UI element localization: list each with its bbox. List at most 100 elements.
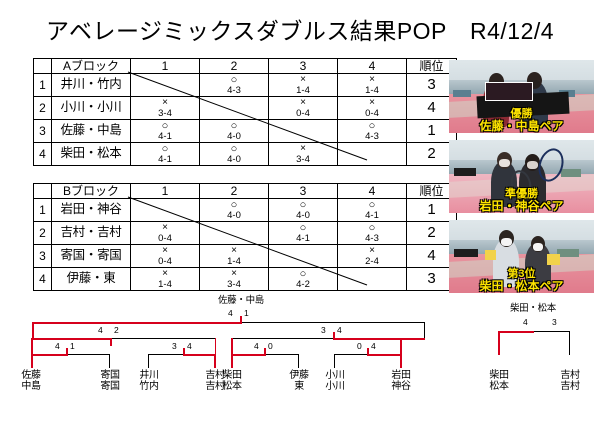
qf4-score-left: 0	[357, 341, 362, 351]
result-mark: ×	[369, 97, 375, 108]
semifinal-left-score-left: 4	[98, 325, 103, 335]
rank-value: 1	[406, 198, 457, 222]
third-place-left-drop	[498, 331, 500, 355]
result-score: 4-0	[227, 154, 241, 165]
photo-caption-third: 第3位 柴田・松本ペア	[449, 267, 594, 293]
result-cell: ×2-4	[337, 244, 407, 268]
result-score: 1-4	[296, 85, 310, 96]
final-score-left: 4	[228, 308, 233, 318]
result-score: 4-1	[158, 131, 172, 142]
photo-sign	[453, 90, 471, 97]
result-cell: ×0-4	[337, 96, 407, 120]
rank-value: 4	[406, 96, 457, 120]
qf4-left-drop	[334, 354, 335, 368]
bracket-entrant-8: 岩田 神谷	[391, 370, 411, 392]
self-cell	[337, 267, 407, 291]
semifinal-left-center-stem	[110, 338, 112, 346]
photo-medal-left	[485, 250, 496, 260]
column-header-1: 1	[130, 183, 200, 199]
result-cell: ×3-4	[268, 142, 338, 166]
qf2-center-stem	[183, 348, 185, 356]
self-cell	[199, 221, 269, 245]
rank-header: 順位	[406, 183, 457, 199]
photo-pair: 柴田・松本ペア	[479, 278, 564, 293]
result-mark: ×	[300, 143, 306, 154]
result-cell: ○4-0	[199, 119, 269, 143]
row-number: 1	[33, 73, 52, 97]
result-score: 4-3	[365, 233, 379, 244]
rank-header: 順位	[406, 58, 457, 74]
semifinal-right-center-stem	[333, 332, 335, 340]
result-cell: ×0-4	[130, 221, 200, 245]
semifinal-right-stem	[424, 322, 425, 339]
third-place-score-right: 3	[552, 317, 557, 327]
qf2-score-left: 3	[172, 341, 177, 351]
result-score: 3-4	[227, 279, 241, 290]
result-mark: ○	[299, 268, 307, 280]
result-mark: ○	[230, 199, 238, 211]
page-title: アベレージミックスダブルス結果POP R4/12/4	[45, 18, 555, 44]
result-mark: ×	[231, 245, 237, 256]
result-cell: ○4-1	[337, 198, 407, 222]
team-name: 岩田・神谷	[51, 198, 131, 222]
result-score: 0-4	[158, 256, 172, 267]
row-number: 2	[33, 221, 52, 245]
qf1-center-stem	[66, 348, 68, 356]
team-name: 佐藤・中島	[51, 119, 131, 143]
result-mark: ×	[369, 245, 375, 256]
corner-cell	[33, 183, 52, 199]
semifinal-right-line-loser	[232, 338, 334, 339]
qf1-stem	[31, 338, 33, 355]
photo-mask-right	[533, 243, 543, 251]
tournament-bracket: 佐藤・中島 4 1 4 2 3 4 4 1	[0, 296, 600, 423]
qf4-right-drop	[400, 354, 402, 368]
photo-place: 第3位	[507, 267, 536, 280]
bracket-champion: 佐藤・中島	[217, 295, 264, 306]
result-score: 4-2	[296, 279, 310, 290]
result-mark: ○	[368, 120, 376, 132]
qf3-line-winner	[231, 354, 265, 356]
block-name: Aブロック	[51, 58, 131, 74]
photo-sign	[557, 249, 579, 257]
team-name: 井川・竹内	[51, 73, 131, 97]
qf3-center-stem	[264, 348, 266, 356]
bracket-entrant-7: 小川 小川	[325, 370, 345, 392]
row-number: 4	[33, 142, 52, 166]
semifinal-left-score-right: 2	[114, 325, 119, 335]
result-cell: ×3-4	[130, 96, 200, 120]
qf3-right-drop	[298, 354, 299, 368]
self-cell	[130, 198, 200, 222]
qf1-right-drop	[109, 354, 110, 368]
result-cell: ×1-4	[199, 244, 269, 268]
row-number: 4	[33, 267, 52, 291]
third-place-entrant-2: 吉村 吉村	[560, 370, 580, 392]
result-cell: ○4-3	[199, 73, 269, 97]
column-header-1: 1	[130, 58, 200, 74]
result-score: 4-1	[365, 210, 379, 221]
semifinal-right-line-winner	[334, 338, 425, 340]
result-score: 0-4	[296, 108, 310, 119]
rank-value: 3	[406, 73, 457, 97]
result-cell: ○4-2	[268, 267, 338, 291]
rank-value: 3	[406, 267, 457, 291]
third-place-line-winner	[498, 331, 534, 333]
photo-third: 第3位 柴田・松本ペア	[449, 220, 594, 293]
result-mark: ×	[300, 97, 306, 108]
third-place-entrant-1: 柴田 松本	[489, 370, 509, 392]
column-header-3: 3	[268, 58, 338, 74]
result-score: 1-4	[365, 85, 379, 96]
photo-caption-champion: 優勝 佐藤・中島ペア	[449, 107, 594, 132]
final-center-stem	[240, 316, 242, 324]
final-score-right: 1	[244, 308, 249, 318]
bracket-entrant-6: 伊藤 東	[289, 370, 309, 392]
column-header-3: 3	[268, 183, 338, 199]
rank-value: 2	[406, 142, 457, 166]
result-score: 1-4	[227, 256, 241, 267]
photo-mask-right	[527, 161, 538, 169]
photo-place: 優勝	[510, 107, 533, 120]
photo-champion: 優勝 佐藤・中島ペア	[449, 60, 594, 133]
qf1-line-winner	[31, 354, 67, 356]
